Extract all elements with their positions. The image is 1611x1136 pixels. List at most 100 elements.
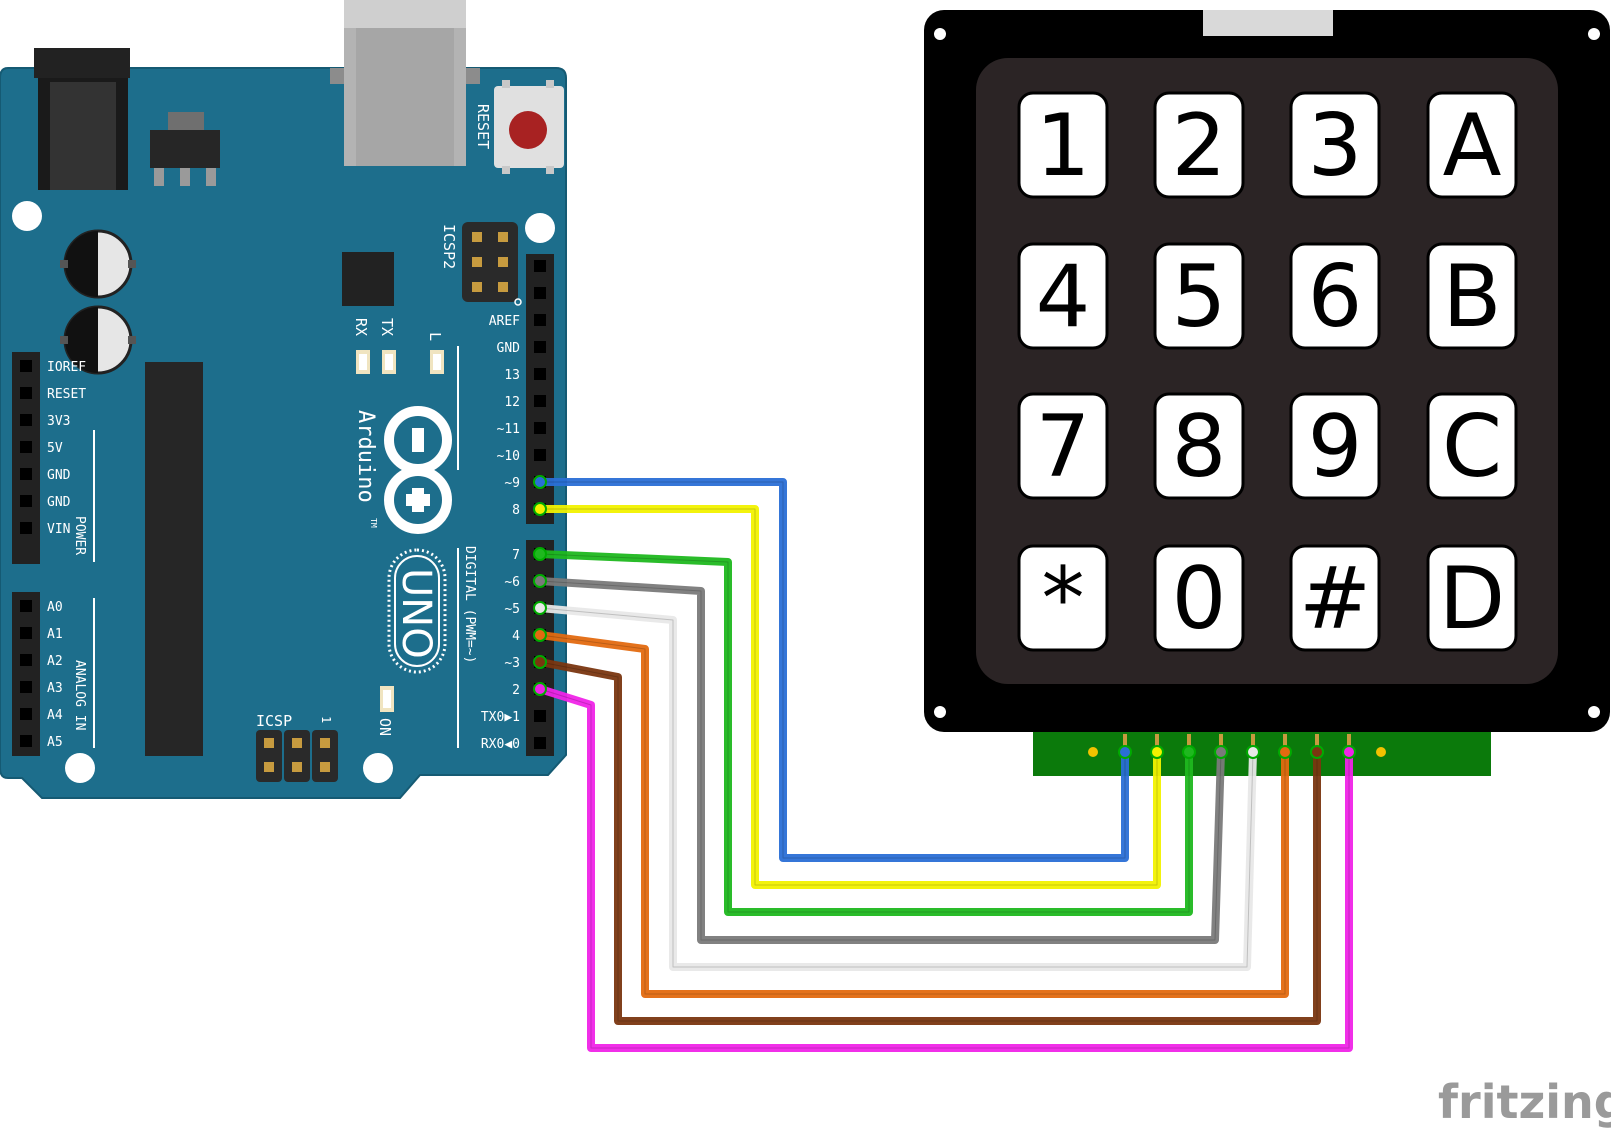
analog-in-label: ANALOG IN — [72, 660, 87, 730]
keypad-mount-hole — [934, 706, 946, 718]
analog-pin-label: A1 — [47, 627, 63, 642]
uno-label: UNO — [393, 568, 439, 659]
l-led — [430, 350, 444, 374]
keypad-key-label: D — [1439, 549, 1505, 649]
keypad-key[interactable]: 0 — [1153, 544, 1245, 652]
aref-dot — [514, 298, 522, 306]
l-label: L — [426, 332, 444, 341]
keypad-tab — [1203, 10, 1333, 36]
digital-pin-label: 4 — [512, 629, 520, 644]
pin-hole — [20, 627, 32, 639]
arduino-uno-board: RESET ICSP2 — [0, 0, 567, 799]
rx-led — [356, 350, 370, 374]
pin-hole — [534, 422, 546, 434]
keypad-key-label: 0 — [1172, 549, 1227, 649]
wire — [533, 502, 1164, 889]
keypad-key[interactable]: 6 — [1289, 242, 1381, 350]
usb-connector — [330, 0, 480, 166]
keypad-key[interactable]: C — [1426, 392, 1518, 500]
arduino-wordmark: Arduino — [353, 410, 378, 503]
keypad-pin-pad — [1376, 747, 1386, 757]
keypad-key-label: * — [1042, 549, 1085, 649]
mounting-hole — [12, 201, 42, 231]
wire-endpoint — [1118, 745, 1132, 759]
digital-pin-label: ~10 — [497, 449, 520, 464]
tx-led — [382, 350, 396, 374]
keypad-key[interactable]: 9 — [1289, 392, 1381, 500]
keypad-pin-leg — [1155, 734, 1159, 746]
atmega-chip — [145, 362, 203, 756]
reset-button[interactable] — [494, 80, 564, 174]
pin-hole — [20, 495, 32, 507]
wire-endpoint — [533, 547, 547, 561]
pin-hole — [534, 737, 546, 749]
pin-hole — [534, 368, 546, 380]
keypad-key[interactable]: 2 — [1153, 91, 1245, 199]
power-pin-label: GND — [47, 495, 71, 510]
tx-label: TX — [378, 318, 396, 336]
keypad-mount-hole — [1588, 706, 1600, 718]
pin-hole — [534, 341, 546, 353]
keypad-key[interactable]: * — [1017, 544, 1109, 652]
keypad-pin-leg — [1251, 734, 1255, 746]
usb-chip — [342, 252, 394, 306]
keypad-pin-leg — [1315, 734, 1319, 746]
keypad-pin-leg — [1347, 734, 1351, 746]
power-pin-label: RESET — [47, 387, 86, 402]
pin-hole — [534, 314, 546, 326]
pin-hole — [20, 522, 32, 534]
keypad-key[interactable]: 5 — [1153, 242, 1245, 350]
keypad-key[interactable]: D — [1426, 544, 1518, 652]
keypad-key[interactable]: # — [1289, 544, 1381, 652]
keypad-key[interactable]: A — [1426, 91, 1518, 199]
keypad-key[interactable]: 1 — [1017, 91, 1109, 199]
keypad-key-label: 8 — [1172, 397, 1227, 497]
pin-hole — [20, 360, 32, 372]
wire — [533, 628, 1292, 998]
pin-hole — [534, 710, 546, 722]
digital-pin-label: ~3 — [504, 656, 520, 671]
reset-label: RESET — [474, 104, 492, 149]
digital-pin-label: 12 — [504, 395, 520, 410]
digital-pin-label: ~9 — [504, 476, 520, 491]
digital-pin-label: ~6 — [504, 575, 520, 590]
wire-endpoint — [1278, 745, 1292, 759]
keypad-key-label: 5 — [1172, 247, 1227, 347]
keypad-key[interactable]: 3 — [1289, 91, 1381, 199]
keypad-key-label: 3 — [1308, 96, 1363, 196]
wire-endpoint — [533, 628, 547, 642]
wire — [533, 574, 1228, 944]
wire-endpoint — [533, 574, 547, 588]
keypad-key[interactable]: B — [1426, 242, 1518, 350]
keypad-mount-hole — [1588, 28, 1600, 40]
keypad-pin-leg — [1219, 734, 1223, 746]
pin-hole — [20, 681, 32, 693]
wire — [533, 655, 1324, 1025]
pin-hole — [534, 260, 546, 272]
wire-endpoint — [1246, 745, 1260, 759]
keypad-face — [976, 58, 1558, 684]
digital-label: DIGITAL (PWM=~) — [462, 546, 477, 663]
wire-endpoint — [533, 682, 547, 696]
trademark-label: TM — [369, 518, 378, 528]
keypad-key[interactable]: 8 — [1153, 392, 1245, 500]
keypad-key-label: 6 — [1308, 247, 1363, 347]
mounting-hole — [363, 753, 393, 783]
keypad-key[interactable]: 4 — [1017, 242, 1109, 350]
power-pin-label: IOREF — [47, 360, 86, 375]
keypad-key[interactable]: 7 — [1017, 392, 1109, 500]
mounting-hole — [525, 213, 555, 243]
fritzing-watermark: fritzing — [1438, 1075, 1611, 1129]
keypad-connector — [1033, 732, 1491, 776]
keypad-mount-hole — [934, 28, 946, 40]
digital-pin-label: 8 — [512, 503, 520, 518]
wire — [533, 547, 1196, 916]
icsp2-header — [462, 222, 518, 302]
pin-hole — [20, 654, 32, 666]
